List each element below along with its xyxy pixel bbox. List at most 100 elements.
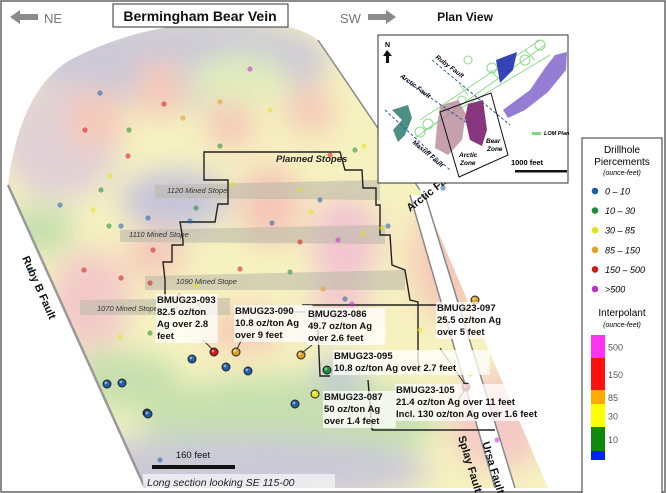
annotation-line: 10.8 oz/ton Ag over 2.7 feet [334, 363, 457, 374]
drillhole-point [157, 457, 163, 463]
legend-label: >500 [605, 285, 625, 295]
drillhole-point [361, 143, 367, 149]
drillhole-point [335, 237, 341, 243]
annotation-id: BMUG23-097 [437, 303, 496, 314]
stope-1090-label: 1090 Mined Stope [176, 277, 237, 286]
drillhole-point [267, 107, 273, 113]
plan-arctic-zone-1: Arctic [458, 152, 478, 159]
drillhole-point [247, 66, 253, 72]
drillhole-point [107, 173, 113, 179]
drillhole-point [57, 202, 63, 208]
drillhole-point [81, 267, 87, 273]
annotation-line: over 5 feet [437, 327, 485, 338]
drillhole-point [161, 101, 167, 107]
direction-ne: NE [44, 11, 62, 26]
annotation-line: 82.5 oz/ton [157, 307, 206, 318]
north-arrow-icon [383, 50, 392, 63]
mined-stopes [80, 180, 405, 315]
drillhole-point [327, 152, 333, 158]
plan-view-inset: N Ruby Fault Arctic Fault Mastiff Fault … [377, 34, 570, 184]
interpolant-label: 150 [608, 370, 623, 380]
annotation-id: BMUG23-093 [157, 295, 216, 306]
drillhole-point [118, 223, 124, 229]
drillhole-point [287, 269, 293, 275]
drillhole-point [320, 286, 326, 292]
ursa-fault-line [424, 194, 516, 489]
stope-1110 [120, 225, 385, 244]
drillhole-point [217, 99, 223, 105]
interpolant-swatch-5 [591, 451, 605, 460]
drillhole-point [342, 296, 348, 302]
drillhole-point [269, 220, 275, 226]
stope-1120 [155, 180, 380, 200]
legend-dot-4 [591, 266, 599, 273]
drillhole-point [217, 143, 223, 149]
plan-bear-zone-1: Bear [486, 138, 501, 145]
legend-unit: (ounce-feet) [603, 170, 641, 177]
legend-dot-1 [591, 207, 599, 214]
legend-title-2: Piercements [594, 157, 650, 168]
interpolant-label: 85 [608, 393, 618, 403]
drillhole-point [147, 330, 153, 336]
drillhole-point [297, 187, 303, 193]
annotation-id: BMUG23-087 [324, 392, 383, 403]
drillhole-point [494, 437, 500, 443]
drillhole-point [27, 267, 33, 273]
interpolant-swatch-0 [591, 335, 605, 358]
drillhole-point [360, 231, 366, 237]
drillhole-point [317, 197, 323, 203]
drillhole-point [230, 181, 236, 187]
drillhole-point [118, 275, 124, 281]
legend-label: 10 – 30 [605, 206, 635, 216]
drillhole-point [385, 223, 391, 229]
legend-dot-0 [591, 187, 599, 195]
annotation-id: BMUG23-095 [334, 351, 393, 362]
scale-bar-label: 160 feet [176, 450, 211, 461]
drillhole-point [349, 301, 355, 307]
annotation-line: 21.4 oz/ton Ag over 11 feet [396, 397, 516, 408]
legend-label: 0 – 10 [605, 187, 630, 197]
planned-stopes-outline [162, 151, 495, 431]
drillhole-point [180, 115, 186, 121]
interpolant-swatch-4 [591, 427, 605, 451]
interpolant-label: 500 [608, 343, 623, 353]
legend-label: 85 – 150 [605, 245, 640, 255]
lom-plan-label: LOM Plan [544, 131, 570, 137]
drillhole-point [145, 215, 151, 221]
interpolant-unit: (ounce-feet) [603, 322, 641, 329]
drillhole-point [125, 153, 131, 159]
interpolant-swatch-3 [591, 404, 605, 427]
drillhole-point [379, 225, 385, 231]
drillhole-point [417, 327, 423, 333]
legend-label: 30 – 85 [605, 226, 636, 236]
annotation-line: Ag over 2.8 [157, 319, 208, 330]
drillhole-point [82, 127, 88, 133]
annotation-line: over 9 feet [235, 330, 283, 341]
drillhole-point [352, 147, 358, 153]
interpolant-label: 30 [608, 412, 618, 422]
interpolant-swatch-2 [591, 390, 605, 404]
annotation-id: BMUG23-105 [396, 385, 455, 396]
ne-arrow-icon [10, 10, 38, 24]
annotation-line: over 2.6 feet [308, 333, 364, 344]
annotation-line: 25.5 oz/ton Ag [437, 315, 501, 326]
plan-scale-label: 1000 feet [511, 158, 544, 167]
annotation-line: 50 oz/ton Ag [324, 404, 380, 415]
drillhole-point [90, 207, 96, 213]
drillhole-point [150, 247, 156, 253]
plan-bear-zone-2: Zone [486, 146, 503, 153]
drillhole-point [237, 266, 243, 272]
drillhole-point [440, 185, 446, 191]
annotation-line: feet [157, 331, 175, 342]
legend-dot-2 [591, 226, 599, 234]
interpolant-title: Interpolant [598, 308, 645, 319]
drillhole-point [297, 239, 303, 245]
figure-title: Bermingham Bear Vein [123, 8, 276, 24]
scale-bar [152, 465, 235, 469]
